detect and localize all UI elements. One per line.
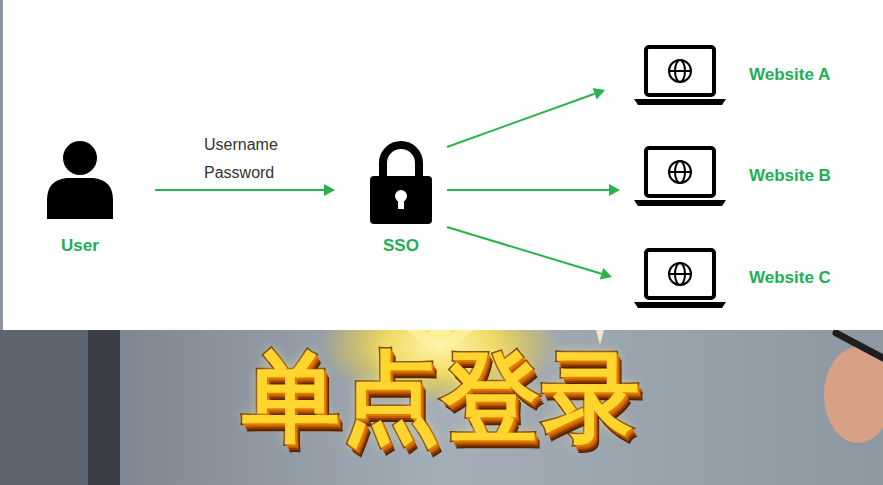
pen [836, 333, 883, 358]
laptop-icon [634, 250, 726, 308]
connector-line [155, 189, 324, 191]
laptop-icon [634, 47, 726, 105]
user-icon [47, 141, 113, 219]
arrowhead [600, 268, 612, 279]
arrowhead [609, 184, 620, 196]
white-panel [0, 0, 883, 330]
door-frame [88, 330, 120, 485]
hand [824, 347, 883, 443]
photo-background [0, 330, 883, 485]
website-node: Website B [630, 141, 865, 211]
node-label: User [61, 236, 99, 256]
node-label: Website C [749, 268, 831, 288]
arrowhead [324, 184, 335, 196]
node-label: Website A [749, 65, 830, 85]
title-banner: 单点登录 [0, 337, 883, 457]
laptop-icon [634, 148, 726, 206]
panel-edge [0, 0, 3, 330]
website-node: Website C [630, 243, 865, 313]
connector-line [447, 227, 601, 274]
wall-shadow [0, 330, 88, 485]
sso-node: SSO [362, 140, 440, 258]
lock-icon [370, 145, 432, 224]
connector-line [447, 94, 595, 147]
node-label: Website B [749, 166, 831, 186]
edge-label: Username Password [204, 131, 290, 187]
flow-arrow [447, 88, 605, 147]
node-label: SSO [383, 236, 419, 256]
connector-line [447, 189, 609, 191]
user-node: User [40, 138, 120, 258]
flow-arrow [447, 184, 620, 196]
website-node: Website A [630, 40, 865, 110]
flow-arrow [447, 227, 612, 280]
